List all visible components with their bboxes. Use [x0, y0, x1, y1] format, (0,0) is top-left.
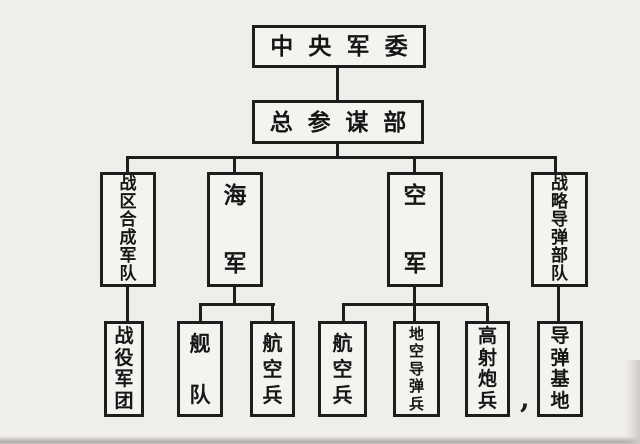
node-fleet: 舰队	[177, 321, 223, 417]
node-surface-to-air-missile-troops: 地空导弹兵	[393, 321, 440, 417]
node-label: 地空导弹兵	[408, 324, 424, 413]
node-campaign-corps: 战役军团	[104, 321, 144, 417]
connector-navy-bus	[199, 303, 275, 306]
connector-navy-stem	[233, 287, 236, 303]
connector-main-bus	[126, 156, 557, 159]
connector-drop-theater	[126, 159, 129, 172]
node-navy: 海军	[207, 172, 263, 287]
node-label: 舰队	[189, 331, 211, 407]
node-label: 空军	[403, 182, 427, 277]
node-label: 战略导弹部队	[551, 174, 568, 284]
connector-navy-drop-aviation	[271, 306, 274, 321]
scan-bottom-shadow	[0, 436, 640, 444]
connector-drop-missile	[554, 159, 557, 172]
connector-missile-to-base	[557, 287, 560, 321]
node-label: 战役军团	[114, 324, 134, 413]
connector-air-drop-aaa	[486, 306, 489, 321]
node-label: 航空兵	[332, 331, 353, 407]
connector-drop-navy	[233, 159, 236, 172]
connector-air-drop-aviation	[342, 306, 345, 321]
connector-root-to-staff	[336, 68, 339, 100]
node-theater-combined-forces: 战区合成军队	[100, 172, 156, 287]
node-label: 高射炮兵	[477, 324, 497, 413]
node-label: 战区合成军队	[119, 174, 137, 284]
node-strategic-missile-forces: 战略导弹部队	[531, 172, 588, 287]
node-air-force-aviation: 航空兵	[318, 321, 367, 417]
node-air-force: 空军	[387, 172, 443, 287]
connector-drop-air	[413, 159, 416, 172]
connector-staff-to-bus	[336, 144, 339, 156]
node-general-staff-department: 总参谋部	[252, 100, 424, 144]
node-central-military-commission: 中央军委	[252, 25, 426, 68]
scan-right-shadow	[626, 360, 640, 444]
node-label: 中央军委	[270, 33, 408, 60]
node-label: 航空兵	[262, 331, 283, 407]
connector-theater-to-campaign	[126, 287, 129, 321]
node-missile-base: 导弹基地	[537, 321, 583, 417]
node-naval-aviation: 航空兵	[250, 321, 295, 417]
node-anti-aircraft-artillery: 高射炮兵	[465, 321, 510, 417]
node-label: 导弹基地	[550, 324, 570, 413]
node-label: 海军	[223, 182, 247, 277]
stray-ink-mark: ,	[520, 382, 530, 415]
connector-navy-drop-fleet	[199, 306, 202, 321]
connector-air-bus	[342, 303, 488, 306]
node-label: 总参谋部	[269, 108, 407, 136]
